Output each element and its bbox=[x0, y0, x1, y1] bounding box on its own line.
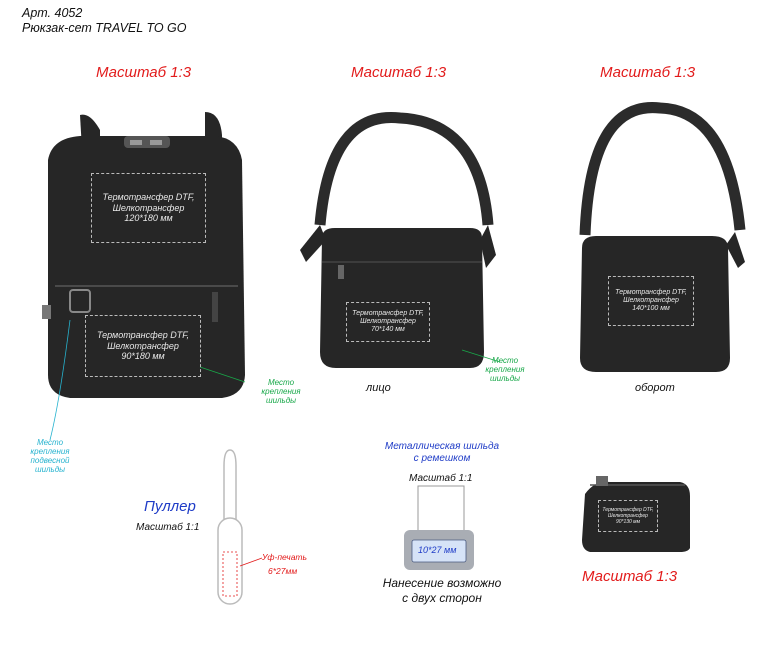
label-line: шильды bbox=[265, 396, 297, 405]
zone-line: 70*140 мм bbox=[371, 326, 405, 333]
scale-pouch: Масштаб 1:3 bbox=[582, 568, 678, 585]
zone-line: Термотрансфер DTF, bbox=[96, 330, 190, 341]
title-line: Металлическая шильда bbox=[384, 441, 500, 452]
label-line: крепления bbox=[485, 365, 525, 374]
backpack-zone-bottom: Термотрансфер DTF, Шелкотрансфер 90*180 … bbox=[85, 315, 201, 377]
zone-line: Шелкотрансфер bbox=[608, 513, 648, 519]
zone-line: Шелкотрансфер bbox=[360, 318, 416, 325]
label-line: Место bbox=[267, 378, 295, 387]
pouch-image bbox=[582, 476, 690, 552]
zone-line: Шелкотрансфер bbox=[112, 202, 185, 213]
scale-bag-back: Масштаб 1:3 bbox=[600, 64, 696, 81]
zone-line: Термотрансфер DTF, bbox=[615, 289, 687, 296]
note-line: с двух сторон bbox=[402, 591, 482, 605]
zone-line: Шелкотрансфер bbox=[623, 297, 679, 304]
title-line: с ремешком bbox=[413, 453, 471, 464]
puller-image bbox=[217, 449, 263, 605]
bag-plate-label: Место крепления шильды bbox=[480, 356, 530, 383]
scale-puller: Масштаб 1:1 bbox=[136, 522, 200, 533]
uv-size: 6*27мм bbox=[268, 566, 298, 576]
plate-note: Нанесение возможно с двух сторон bbox=[372, 576, 512, 606]
label-line: шильды bbox=[489, 374, 521, 383]
bag-back-image bbox=[579, 102, 746, 372]
bag-back-zone: Термотрансфер DTF, Шелкотрансфер 140*100… bbox=[608, 276, 694, 326]
backpack-plate-label: Место крепления шильды bbox=[256, 378, 306, 405]
scale-plate: Масштаб 1:1 bbox=[409, 473, 473, 484]
caption-back: оборот bbox=[635, 382, 675, 394]
uv-label: Уф-печать bbox=[262, 552, 307, 562]
zone-line: 140*100 мм bbox=[632, 305, 670, 312]
zone-line: Термотрансфер DTF, bbox=[352, 310, 424, 317]
scale-backpack: Масштаб 1:3 bbox=[96, 64, 192, 81]
label-line: крепления bbox=[261, 387, 301, 396]
zone-line: Термотрансфер DTF, bbox=[102, 192, 195, 203]
backpack-zone-top: Термотрансфер DTF, Шелкотрансфер 120*180… bbox=[91, 173, 206, 243]
plate-image bbox=[404, 485, 474, 570]
pouch-zone: Термотрансфер DTF, Шелкотрансфер 90*130 … bbox=[598, 500, 658, 532]
plate-title: Металлическая шильда с ремешком bbox=[372, 441, 512, 465]
label-line: крепления bbox=[30, 447, 70, 456]
puller-title: Пуллер bbox=[144, 498, 196, 515]
label-line: подвесной bbox=[30, 456, 70, 465]
zone-line: Шелкотрансфер bbox=[107, 340, 179, 351]
scale-bag-front: Масштаб 1:3 bbox=[351, 64, 447, 81]
label-line: шильды bbox=[34, 465, 66, 474]
hang-plate-label: Место крепления подвесной шильды bbox=[24, 438, 76, 474]
zone-line: Термотрансфер DTF, bbox=[602, 507, 654, 513]
label-line: Место bbox=[36, 438, 64, 447]
zone-line: 90*180 мм bbox=[121, 351, 165, 362]
zone-line: 120*180 мм bbox=[124, 213, 173, 224]
bag-front-image bbox=[300, 112, 496, 368]
bag-front-zone: Термотрансфер DTF, Шелкотрансфер 70*140 … bbox=[346, 302, 430, 342]
zone-line: 90*130 мм bbox=[615, 519, 641, 525]
caption-front: лицо bbox=[366, 382, 391, 394]
product-name: Рюкзак-сет TRAVEL TO GO bbox=[22, 21, 187, 35]
plate-size: 10*27 мм bbox=[418, 545, 457, 555]
article-number: Арт. 4052 bbox=[22, 6, 83, 20]
note-line: Нанесение возможно bbox=[382, 576, 502, 590]
label-line: Место bbox=[491, 356, 519, 365]
backpack-image bbox=[42, 112, 245, 398]
